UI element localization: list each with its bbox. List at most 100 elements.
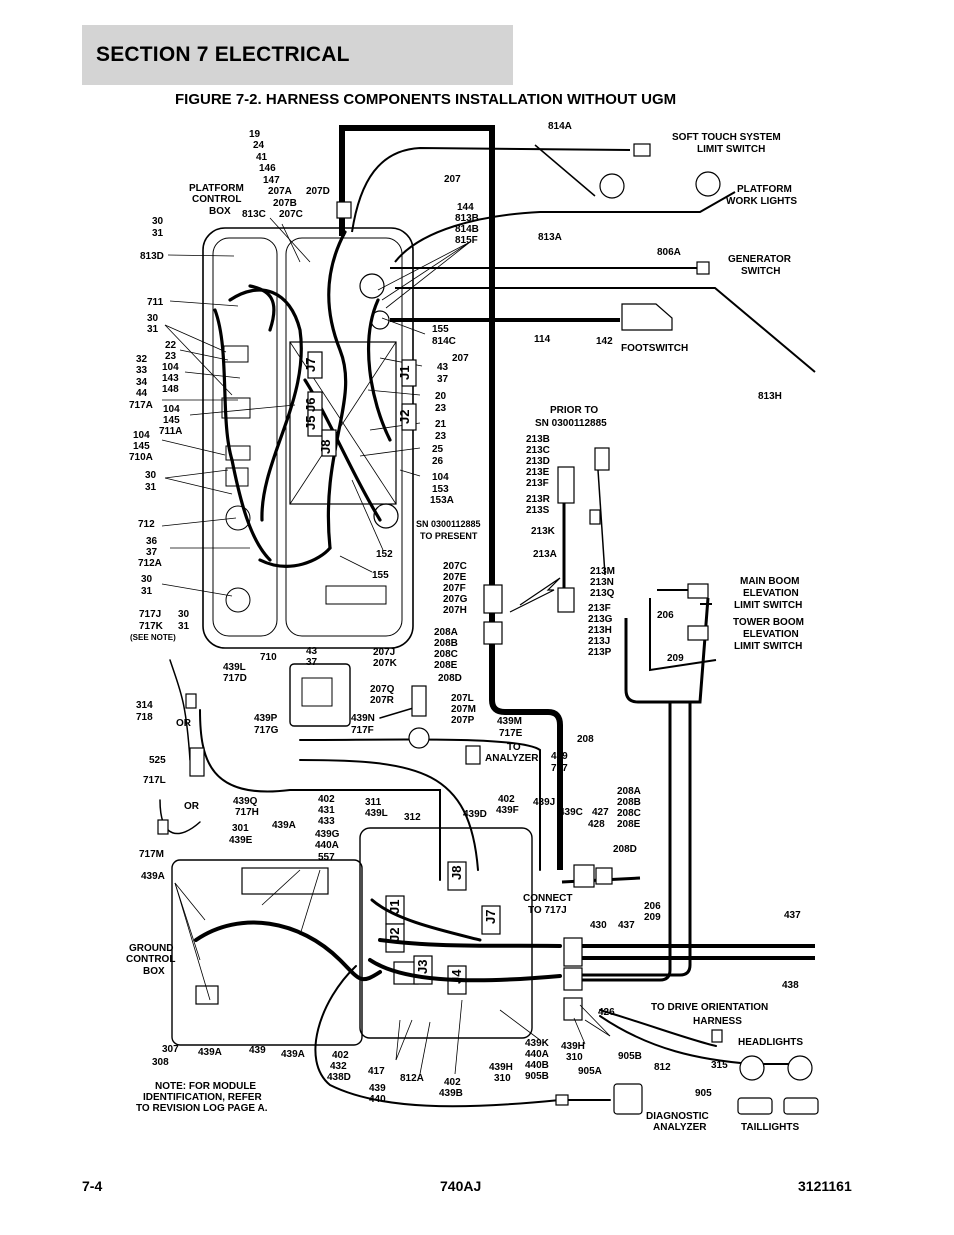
callout-label: 33 [136, 365, 148, 376]
callout-label: 148 [162, 384, 179, 395]
callout-label: 213F [526, 478, 549, 489]
model-number: 740AJ [440, 1178, 482, 1194]
callout-label: 431 [318, 805, 335, 816]
callout-label: 439B [439, 1088, 463, 1099]
page-number: 7-4 [82, 1178, 103, 1194]
connector-j5: J5 [303, 416, 318, 430]
upper-harness [339, 125, 816, 870]
connector-j6: J6 [303, 398, 318, 412]
callout-label: ANALYZER [485, 753, 539, 764]
callout-label: 905B [525, 1071, 549, 1082]
callout-label: 717F [351, 725, 374, 736]
callout-label: LIMIT SWITCH [734, 600, 802, 611]
callout-label: 207 [444, 174, 461, 185]
callout-label: SN 0300112885 [535, 418, 607, 429]
callout-label: 437 [784, 910, 801, 921]
callout-label: 31 [145, 482, 157, 493]
callout-label: 152 [376, 549, 393, 560]
callout-label: 439N [351, 713, 375, 724]
callout-label: 213R [526, 494, 551, 505]
callout-label: 711 [147, 297, 164, 308]
callout-label: 31 [141, 586, 153, 597]
callout-label: 23 [165, 351, 177, 362]
callout-label: 213D [526, 456, 550, 467]
ground-connector-j4: J4 [449, 969, 464, 984]
callout-label: 557 [318, 852, 335, 863]
callout-label: 207C [279, 209, 303, 220]
callout-label: 23 [435, 403, 447, 414]
upper-components [336, 143, 721, 331]
callout-label: 32 [136, 354, 148, 365]
callout-label: 717L [143, 775, 166, 786]
callout-label: 155 [372, 570, 389, 581]
callout-label: 114 [534, 334, 551, 345]
callout-label: 206 [644, 901, 661, 912]
callout-label: 314 [136, 700, 153, 711]
callout-label: HARNESS [693, 1016, 742, 1027]
callout-label: 146 [259, 163, 276, 174]
callout-label: 439 [249, 1045, 266, 1056]
callout-label: 308 [152, 1057, 169, 1068]
callout-label: 208D [613, 844, 637, 855]
ground-connector-j8: J8 [449, 866, 464, 880]
callout-label: 25 [432, 444, 444, 455]
callout-label: 207R [370, 695, 395, 706]
callout-label: (SEE NOTE) [130, 633, 176, 642]
callout-label: 717H [235, 807, 259, 818]
callout-label: 208B [434, 638, 458, 649]
callout-label: 717K [139, 621, 164, 632]
lower-leaders [174, 869, 611, 1075]
callout-label: 311 [365, 797, 382, 808]
connector-j2: J2 [397, 410, 412, 424]
callout-label: 439H [489, 1062, 513, 1073]
callout-label: 213F [588, 603, 611, 614]
callout-label: 905 [695, 1088, 712, 1099]
callout-label: HEADLIGHTS [738, 1037, 803, 1048]
callout-label: LIMIT SWITCH [697, 144, 765, 155]
callout-label: ELEVATION [743, 588, 799, 599]
callout-label: MAIN BOOM [740, 576, 799, 587]
callout-label: CONTROL [192, 194, 241, 205]
callout-label: 439E [229, 835, 253, 846]
platform-control-box [202, 227, 414, 649]
callout-label: 208B [617, 797, 641, 808]
callout-label: 208 [577, 734, 594, 745]
callout-label: PLATFORM [737, 184, 792, 195]
callout-label: OR [184, 801, 200, 812]
middle-harness [561, 469, 815, 982]
callout-label: 104 [432, 472, 449, 483]
callout-label: IDENTIFICATION, REFER [143, 1092, 262, 1103]
callout-label: 430 [590, 920, 607, 931]
callout-label: SOFT TOUCH SYSTEM [672, 132, 781, 143]
callout-label: BOX [143, 966, 165, 977]
callout-label: 812A [400, 1073, 424, 1084]
callout-label: SWITCH [741, 266, 780, 277]
callout-label: 428 [588, 819, 605, 830]
callout-label: 711A [159, 426, 182, 437]
callout-label: 710 [260, 652, 277, 663]
callout-label: 213J [588, 636, 610, 647]
callout-label: 213B [526, 434, 550, 445]
callout-label: 402 [318, 794, 335, 805]
callout-label: 813C [242, 209, 266, 220]
callout-label: 315 [711, 1060, 728, 1071]
callout-label: 439L [223, 662, 246, 673]
callout-label: 36 [146, 536, 158, 547]
callout-label: NOTE: FOR MODULE [155, 1081, 256, 1092]
callout-label: 207C [443, 561, 467, 572]
callout-label: 144 [457, 202, 474, 213]
callout-label: 213S [526, 505, 550, 516]
callout-label: 145 [133, 441, 150, 452]
callout-label: 213G [588, 614, 613, 625]
callout-label: GROUND [129, 943, 173, 954]
callout-label: 37 [306, 657, 318, 668]
callout-label: 426 [598, 1007, 615, 1018]
callout-label: 142 [596, 336, 613, 347]
callout-label: 207Q [370, 684, 395, 695]
ground-connector-j2: J2 [387, 928, 402, 942]
callout-label: 213E [526, 467, 550, 478]
callout-label: 208C [434, 649, 458, 660]
callout-label: 104 [133, 430, 150, 441]
callout-label: TO DRIVE ORIENTATION [651, 1002, 768, 1013]
